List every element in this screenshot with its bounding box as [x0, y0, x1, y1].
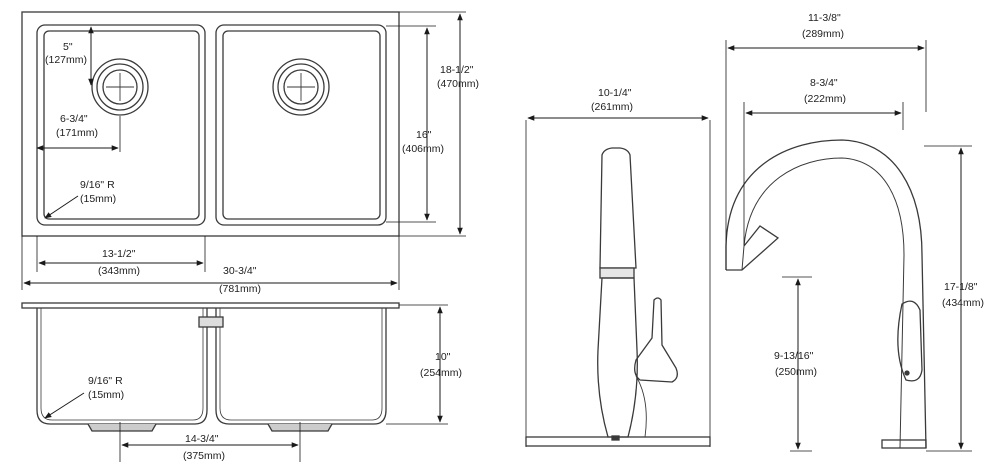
side-handle: [897, 300, 923, 382]
faucet-front-handle: [634, 297, 678, 383]
plate-width-imperial: 10-1/4": [598, 87, 632, 99]
right-bowl-outer: [215, 24, 387, 226]
sink-top-dimensions: [21, 11, 466, 290]
spout-height-metric: (250mm): [775, 366, 817, 378]
faucet-side-dimensions: [725, 40, 972, 452]
bowl-length-metric: (406mm): [402, 143, 444, 155]
overall-reach-metric: (289mm): [802, 28, 844, 40]
sink-top-view: [21, 11, 400, 237]
faucet-front-body: [599, 147, 637, 269]
sink-rim: [21, 302, 400, 309]
top-radius-imperial: 9/16" R: [80, 179, 115, 191]
overall-height-imperial: 17-1/8": [944, 281, 978, 293]
bowl-width-metric: (343mm): [98, 265, 140, 277]
left-bowl-outer: [36, 24, 206, 226]
drain-offset-metric: (127mm): [45, 54, 87, 66]
side-radius-metric: (15mm): [88, 389, 124, 401]
spray-head-band: [599, 267, 635, 279]
overall-width-metric: (781mm): [219, 283, 261, 295]
left-drain-icon: [91, 58, 149, 116]
side-deck-plate: [881, 439, 927, 449]
spout-height-imperial: 9-13/16": [774, 350, 814, 362]
overall-width-imperial: 30-3/4": [223, 265, 257, 277]
drain-offset-imperial: 5": [63, 41, 73, 53]
left-bowl-inner: [43, 30, 200, 220]
right-bowl-inner: [222, 30, 381, 220]
overall-reach-imperial: 11-3/8": [808, 12, 841, 24]
side-led-dot: [904, 370, 910, 376]
plate-width-metric: (261mm): [591, 101, 633, 113]
right-drain-icon: [272, 58, 330, 116]
spray-head: [726, 225, 780, 271]
faucet-front-view: [525, 120, 711, 447]
sink-side-dimensions: [44, 304, 448, 462]
bowl-width-imperial: 13-1/2": [102, 248, 136, 260]
overall-depth-imperial: 18-1/2": [440, 64, 474, 76]
front-led-dot: [611, 435, 620, 441]
overall-depth-metric: (470mm): [437, 78, 479, 90]
spout-reach-imperial: 8-3/4": [810, 77, 838, 89]
overall-height-metric: (434mm): [942, 297, 984, 309]
drain-center-metric: (171mm): [56, 127, 98, 139]
spout-reach-metric: (222mm): [804, 93, 846, 105]
faucet-gooseneck: [725, 139, 927, 449]
side-radius-imperial: 9/16" R: [88, 375, 123, 387]
bowl-length-imperial: 16": [416, 129, 432, 141]
divider-clip: [198, 316, 224, 328]
drain-spacing-metric: (375mm): [183, 450, 225, 462]
drain-spacing-imperial: 14-3/4": [185, 433, 219, 445]
sink-side-view: [21, 302, 400, 432]
left-drain-flange: [87, 423, 157, 432]
right-bowl-profile: [215, 308, 387, 425]
bowl-depth-imperial: 10": [435, 351, 451, 363]
bowl-depth-metric: (254mm): [420, 367, 462, 379]
drain-center-imperial: 6-3/4": [60, 113, 88, 125]
faucet-side-view: [725, 139, 927, 449]
top-radius-metric: (15mm): [80, 193, 116, 205]
sink-top-outline: [21, 11, 400, 237]
